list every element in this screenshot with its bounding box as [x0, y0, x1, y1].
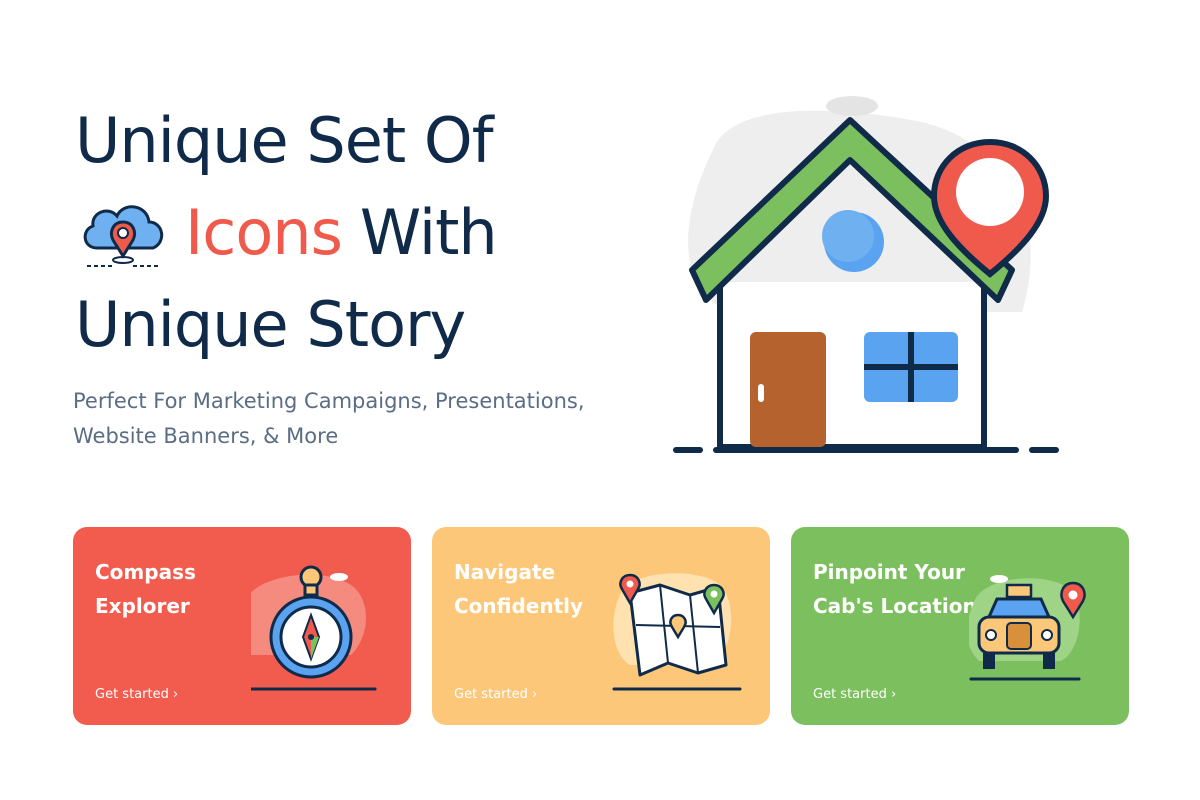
compass-icon [251, 565, 377, 691]
feature-cards: Compass Explorer Get started › Navigate … [73, 527, 1129, 725]
get-started-link[interactable]: Get started › [813, 687, 897, 702]
card-compass-explorer[interactable]: Compass Explorer Get started › [73, 527, 411, 725]
hero-line-1-text: Unique Set Of [75, 104, 494, 177]
hero-line-2-text: With [359, 196, 498, 269]
get-started-link[interactable]: Get started › [95, 687, 179, 702]
card-title: Pinpoint Your Cab's Location [813, 560, 977, 618]
card-title: Navigate Confidently [454, 560, 584, 618]
hero-line-2: Icons With [75, 187, 498, 279]
hero-heading: Unique Set Of Icons With Unique Story [75, 95, 498, 371]
map-icon [612, 573, 742, 691]
house-location-icon [673, 96, 1059, 453]
card-navigate-confidently[interactable]: Navigate Confidently Get started › [432, 527, 770, 725]
card-title: Compass Explorer [95, 560, 196, 618]
hero-subtitle: Perfect For Marketing Campaigns, Present… [73, 389, 585, 448]
hero-line-3-text: Unique Story [75, 288, 466, 361]
get-started-link[interactable]: Get started › [454, 687, 538, 702]
hero-line-3: Unique Story [75, 279, 497, 371]
card-pinpoint-cab[interactable]: Pinpoint Your Cab's Location Get started… [791, 527, 1129, 725]
hero-accent-word: Icons [185, 196, 343, 269]
taxi-icon [969, 575, 1086, 681]
cloud-location-icon [83, 205, 164, 267]
hero-line-1: Unique Set Of [75, 95, 497, 187]
